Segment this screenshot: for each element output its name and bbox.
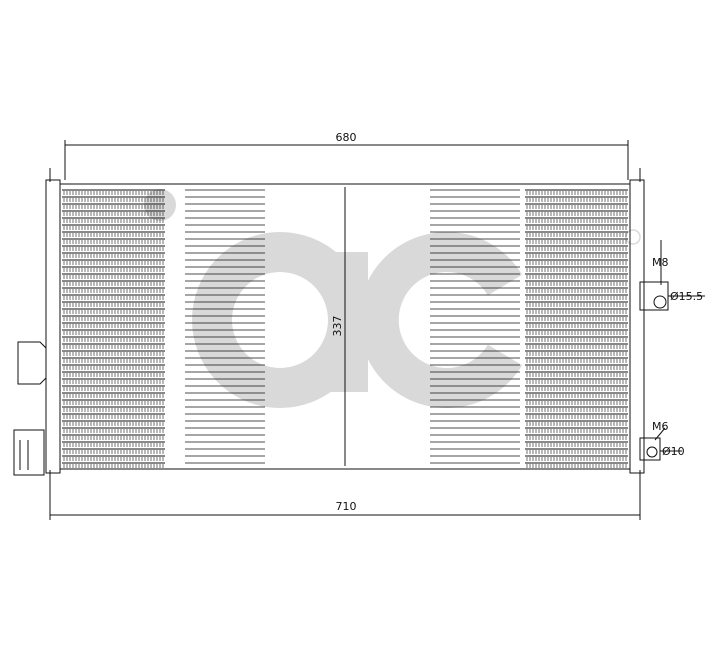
right-tank bbox=[629, 179, 645, 474]
lower-diameter-label: Ø10 bbox=[662, 445, 685, 458]
ac-watermark-logo bbox=[144, 189, 641, 408]
dimension-top-width: 680 bbox=[336, 131, 357, 144]
dimension-lines bbox=[49, 140, 705, 520]
lower-fitting bbox=[639, 437, 661, 461]
left-inlet bbox=[13, 429, 45, 476]
lower-thread-label: M6 bbox=[652, 420, 669, 433]
left-bracket bbox=[17, 341, 47, 385]
frame bbox=[13, 168, 669, 485]
upper-thread-label: M8 bbox=[652, 256, 669, 269]
left-tank bbox=[45, 179, 61, 474]
condenser-core bbox=[62, 189, 628, 468]
dimension-height: 337 bbox=[331, 316, 344, 337]
lower-fitting-port bbox=[646, 446, 658, 458]
dimension-overall-width: 710 bbox=[336, 500, 357, 513]
upper-fitting-port bbox=[653, 295, 667, 309]
upper-diameter-label: Ø15.5 bbox=[670, 290, 703, 303]
